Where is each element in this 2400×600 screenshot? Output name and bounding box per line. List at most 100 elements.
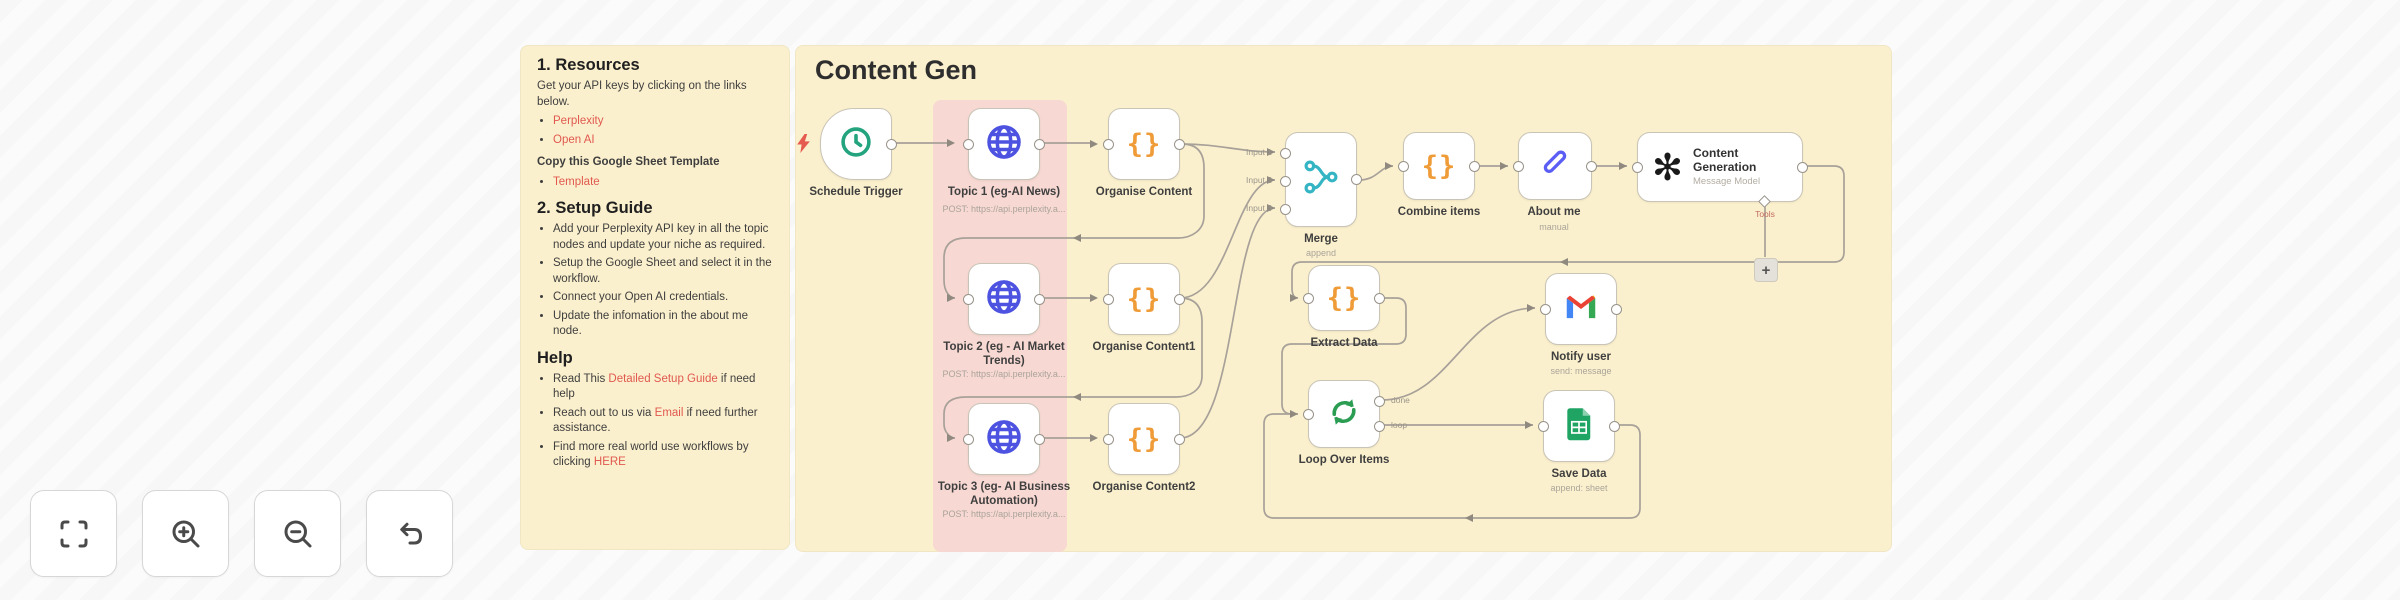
- node-schedule-trigger[interactable]: Schedule Trigger: [809, 108, 903, 198]
- node-loop-over-items[interactable]: Loop Over Items: [1299, 380, 1389, 466]
- workflow-title: Content Gen: [815, 55, 977, 85]
- instructions-sticky-note[interactable]: 1. Resources Get your API keys by clicki…: [520, 45, 790, 550]
- perplexity-link[interactable]: Perplexity: [553, 115, 604, 128]
- output-port[interactable]: [1586, 160, 1597, 172]
- node-content-generation[interactable]: ✻ Content Generation Message Model: [1632, 132, 1808, 208]
- copy-template-text: Copy this Google Sheet Template: [537, 156, 720, 169]
- curly-braces-icon: {}: [1326, 282, 1362, 314]
- node-sublabel: append: sheet: [1550, 483, 1608, 493]
- node-label: Loop Over Items: [1298, 454, 1390, 466]
- input-port[interactable]: [1538, 420, 1549, 432]
- input-port[interactable]: [1540, 303, 1551, 315]
- zoom-out-button[interactable]: [254, 490, 341, 577]
- output-port[interactable]: [1174, 293, 1185, 305]
- input-port[interactable]: [1103, 293, 1114, 305]
- input-port[interactable]: [963, 138, 974, 150]
- output-port[interactable]: [1609, 420, 1620, 432]
- node-label: Organise Content2: [1092, 481, 1196, 493]
- resources-intro: Get your API keys by clicking on the lin…: [537, 80, 747, 108]
- node-notify-user[interactable]: Notify user send: message: [1540, 273, 1622, 376]
- setup-item: Update the infomation in the about me no…: [553, 309, 777, 340]
- setup-item: Add your Perplexity API key in all the t…: [553, 222, 777, 253]
- output-port[interactable]: [1034, 433, 1045, 445]
- refresh-loop-icon: [1326, 394, 1362, 435]
- node-topic-3[interactable]: Topic 3 (eg- AI Business Automation) POS…: [938, 403, 1070, 519]
- node-organise-content[interactable]: {} Organise Content: [1096, 108, 1192, 198]
- node-sublabel: Message Model: [1693, 176, 1761, 188]
- input-port[interactable]: [1513, 160, 1524, 172]
- gmail-icon: [1562, 288, 1600, 331]
- template-link[interactable]: Template: [553, 175, 600, 188]
- here-link[interactable]: HERE: [593, 456, 626, 469]
- input-port[interactable]: [1303, 408, 1314, 420]
- plus-icon: +: [1761, 261, 1771, 279]
- output-port[interactable]: [1034, 293, 1045, 305]
- add-tool-button[interactable]: +: [1754, 258, 1778, 282]
- list-item: Open AI: [553, 133, 777, 149]
- node-combine-items[interactable]: {} Combine items: [1398, 132, 1480, 218]
- node-organise-content1[interactable]: {} Organise Content1: [1093, 263, 1195, 353]
- output-port[interactable]: [1797, 161, 1808, 173]
- node-about-me[interactable]: About me manual: [1513, 132, 1597, 232]
- node-organise-content2[interactable]: {} Organise Content2: [1093, 403, 1195, 493]
- input-port[interactable]: [1303, 292, 1314, 304]
- help-item: Reach out to us via Email if need furthe…: [553, 406, 777, 437]
- detailed-setup-guide-link[interactable]: Detailed Setup Guide: [608, 372, 718, 385]
- node-topic-2[interactable]: Topic 2 (eg - AI Market Trends) POST: ht…: [943, 263, 1065, 379]
- openai-icon: ✻: [1652, 146, 1684, 188]
- fit-view-button[interactable]: [30, 490, 117, 577]
- node-label: Extract Data: [1310, 337, 1378, 349]
- zoom-out-icon: [284, 520, 311, 547]
- curly-braces-icon: {}: [1126, 423, 1162, 455]
- input-port[interactable]: [1398, 160, 1409, 172]
- zoom-in-button[interactable]: [142, 490, 229, 577]
- help-text: if need help: [553, 372, 756, 401]
- setup-guide-heading: 2. Setup Guide: [537, 199, 653, 218]
- curly-braces-icon: {}: [1421, 150, 1457, 182]
- node-sublabel: POST: https://api.perplexity.a...: [942, 204, 1066, 214]
- merge-icon: [1302, 158, 1340, 201]
- output-port-done[interactable]: [1374, 395, 1385, 407]
- node-label: Organise Content1: [1092, 341, 1196, 353]
- input-port[interactable]: [1632, 161, 1643, 173]
- node-extract-data[interactable]: {} Extract Data: [1303, 265, 1385, 349]
- input-port-3[interactable]: [1280, 203, 1291, 215]
- node-label: Topic 3 (eg- AI Business Automation): [937, 481, 1071, 507]
- globe-icon: [984, 417, 1024, 462]
- node-save-data[interactable]: Save Data append: sheet: [1538, 390, 1620, 493]
- pencil-icon: [1537, 146, 1573, 187]
- output-port[interactable]: [1374, 292, 1385, 304]
- email-link[interactable]: Email: [654, 406, 684, 419]
- node-label: Organise Content: [1095, 186, 1193, 198]
- output-port[interactable]: [1351, 174, 1362, 185]
- output-port[interactable]: [886, 138, 897, 150]
- node-merge[interactable]: Merge append: [1280, 132, 1362, 258]
- globe-icon: [984, 122, 1024, 167]
- help-item: Read This Detailed Setup Guide if need h…: [553, 372, 777, 403]
- output-port[interactable]: [1611, 303, 1622, 315]
- node-label: Merge: [1304, 233, 1338, 245]
- input-port-1[interactable]: [1280, 147, 1291, 159]
- input-port-2[interactable]: [1280, 175, 1291, 187]
- list-item: Perplexity: [553, 114, 777, 130]
- output-port[interactable]: [1469, 160, 1480, 172]
- reset-zoom-button[interactable]: [366, 490, 453, 577]
- input-port[interactable]: [963, 293, 974, 305]
- output-port-loop[interactable]: [1374, 420, 1385, 432]
- input-port[interactable]: [1103, 138, 1114, 150]
- node-label: Save Data: [1551, 468, 1607, 480]
- node-sublabel: POST: https://api.perplexity.a...: [942, 509, 1066, 519]
- canvas-controls: [30, 490, 453, 577]
- output-port[interactable]: [1174, 433, 1185, 445]
- node-topic-1[interactable]: Topic 1 (eg-AI News) POST: https://api.p…: [943, 108, 1065, 214]
- openai-link[interactable]: Open AI: [553, 133, 595, 146]
- help-heading: Help: [537, 348, 573, 367]
- lightning-bolt-icon: [796, 134, 811, 158]
- fit-view-icon: [60, 520, 87, 547]
- output-port[interactable]: [1174, 138, 1185, 150]
- input-port[interactable]: [963, 433, 974, 445]
- zoom-in-icon: [172, 520, 199, 547]
- output-port[interactable]: [1034, 138, 1045, 150]
- input-port[interactable]: [1103, 433, 1114, 445]
